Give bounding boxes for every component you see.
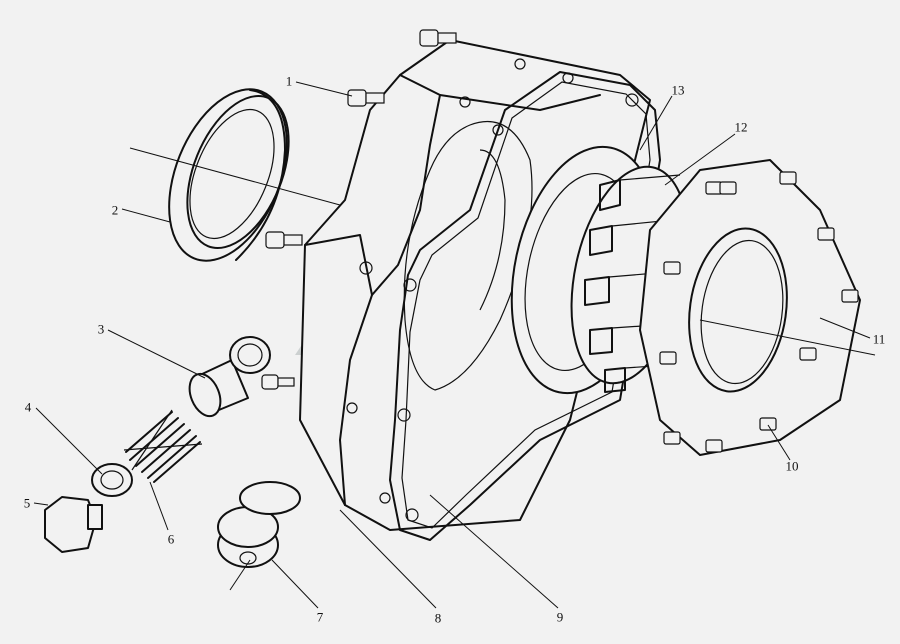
plug-bolt — [44, 496, 103, 553]
valve-sleeve — [188, 336, 271, 418]
callout-9: 9 — [556, 609, 564, 625]
relief-spring — [123, 409, 203, 483]
callout-6: 6 — [167, 531, 175, 547]
callout-8: 8 — [434, 610, 442, 626]
callout-12: 12 — [734, 119, 748, 135]
center-axes — [129, 147, 876, 591]
callout-4: 4 — [24, 399, 32, 415]
callout-7: 7 — [316, 609, 324, 625]
callout-3: 3 — [97, 321, 105, 337]
callout-11: 11 — [872, 331, 886, 347]
cover-bolts — [659, 171, 859, 453]
callout-5: 5 — [23, 495, 31, 511]
callout-10: 10 — [785, 458, 799, 474]
pump-housing — [299, 39, 651, 531]
callout-1: 1 — [285, 73, 293, 89]
filter-cap — [217, 481, 301, 568]
callout-2: 2 — [111, 202, 119, 218]
callout-13: 13 — [671, 82, 685, 98]
housing-bolts — [261, 29, 457, 390]
washer — [91, 463, 133, 497]
leader-lines — [33, 81, 871, 609]
cover-plate — [639, 159, 861, 456]
